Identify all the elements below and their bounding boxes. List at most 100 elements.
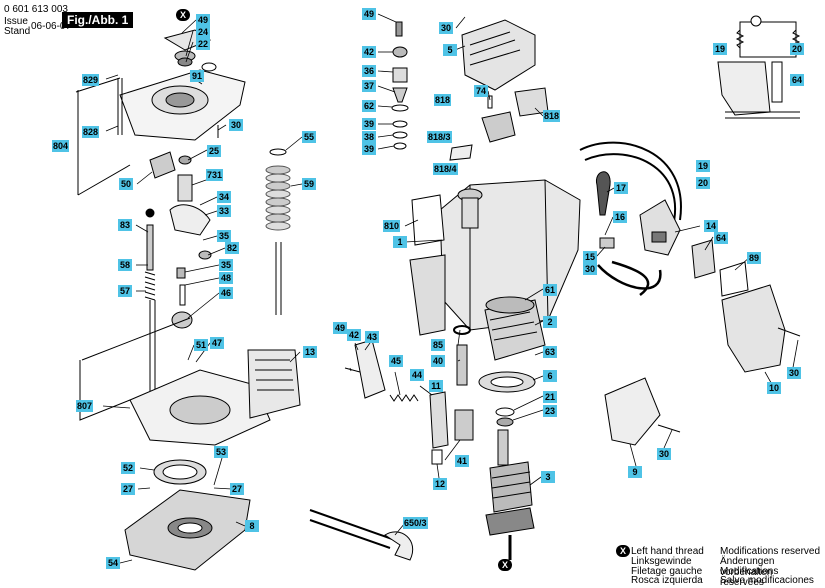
callout-818-3: 818/3	[427, 131, 452, 143]
callout-83: 83	[118, 219, 132, 231]
modifications-de: Änderungen vorbehalten	[720, 556, 775, 578]
callout-44: 44	[410, 369, 424, 381]
callout-74: 74	[474, 85, 488, 97]
callout-818: 818	[434, 94, 452, 106]
callout-45: 45	[389, 355, 403, 367]
callout-2: 2	[543, 316, 557, 328]
callout-63: 63	[543, 346, 557, 358]
modifications-en: Modifications reserved	[720, 546, 821, 557]
callout-42-side: 42	[347, 329, 361, 341]
callout-59: 59	[302, 178, 316, 190]
callout-34: 34	[217, 191, 231, 203]
callout-818-right: 818	[543, 110, 561, 122]
callout-13: 13	[303, 346, 317, 358]
callout-61: 61	[543, 284, 557, 296]
callout-1: 1	[393, 236, 407, 248]
callout-62: 62	[362, 100, 376, 112]
callout-15: 15	[583, 251, 597, 263]
callout-64-schematic: 64	[790, 74, 804, 86]
callout-33: 33	[217, 205, 231, 217]
callout-14: 14	[704, 220, 718, 232]
callout-16: 16	[613, 211, 627, 223]
callout-50: 50	[119, 178, 133, 190]
modifications-es: Salvo modificaciones	[720, 575, 814, 586]
callout-24: 24	[196, 26, 210, 38]
callout-64: 64	[714, 232, 728, 244]
callout-48: 48	[219, 272, 233, 284]
callout-57: 57	[118, 285, 132, 297]
callout-807: 807	[76, 400, 94, 412]
callout-47: 47	[210, 337, 224, 349]
callout-39: 39	[362, 118, 376, 130]
callout-35: 35	[217, 230, 231, 242]
callout-37: 37	[362, 80, 376, 92]
callout-8: 8	[245, 520, 259, 532]
callout-42: 42	[362, 46, 376, 58]
callout-731: 731	[206, 169, 224, 181]
stand-label: Stand	[4, 26, 31, 37]
callout-52: 52	[121, 462, 135, 474]
callout-30-cap: 30	[439, 22, 453, 34]
callout-3: 3	[541, 471, 555, 483]
callout-5: 5	[443, 44, 457, 56]
callout-23: 23	[543, 405, 557, 417]
callout-17: 17	[614, 182, 628, 194]
callout-41: 41	[455, 455, 469, 467]
callout-20-schematic: 20	[790, 43, 804, 55]
callout-27-right: 27	[230, 483, 244, 495]
callout-49-side: 49	[333, 322, 347, 334]
callout-39-lower: 39	[362, 143, 376, 155]
callout-43: 43	[365, 331, 379, 343]
left-hand-thread-es: Rosca izquierda	[631, 575, 703, 586]
callout-12: 12	[433, 478, 447, 490]
callout-91: 91	[190, 70, 204, 82]
callout-x-top: X	[176, 9, 190, 21]
callout-6: 6	[543, 370, 557, 382]
callout-x-bottom: X	[498, 559, 512, 571]
callout-20: 20	[696, 177, 710, 189]
callout-46: 46	[219, 287, 233, 299]
callout-55: 55	[302, 131, 316, 143]
callout-89: 89	[747, 252, 761, 264]
callout-829: 829	[82, 74, 100, 86]
callout-19: 19	[696, 160, 710, 172]
callout-804: 804	[52, 140, 70, 152]
callout-810: 810	[383, 220, 401, 232]
callout-85: 85	[431, 339, 445, 351]
callout-650-3: 650/3	[403, 517, 428, 529]
callout-53: 53	[214, 446, 228, 458]
callout-21: 21	[543, 391, 557, 403]
callout-35-lower: 35	[219, 259, 233, 271]
left-hand-thread-en: Left hand thread	[631, 546, 704, 557]
callout-82: 82	[225, 242, 239, 254]
callout-11: 11	[429, 380, 443, 392]
callout-19-schematic: 19	[713, 43, 727, 55]
callout-x-legend: X	[616, 545, 630, 557]
callout-40: 40	[431, 355, 445, 367]
callout-27: 27	[121, 483, 135, 495]
callout-22: 22	[196, 38, 210, 50]
callout-54: 54	[106, 557, 120, 569]
callout-30-lower: 30	[657, 448, 671, 460]
callout-36: 36	[362, 65, 376, 77]
callout-30-handle: 30	[787, 367, 801, 379]
callout-25: 25	[207, 145, 221, 157]
callout-58: 58	[118, 259, 132, 271]
callout-30-switch: 30	[583, 263, 597, 275]
callout-30: 30	[229, 119, 243, 131]
left-hand-thread-fr: Filetage gauche	[631, 566, 703, 577]
callout-51: 51	[194, 339, 208, 351]
part-number: 0 601 613 003	[4, 4, 68, 15]
callout-818-4: 818/4	[433, 163, 458, 175]
callout-49: 49	[196, 14, 210, 26]
callout-828: 828	[82, 126, 100, 138]
issue-date: 06-06-07	[31, 21, 72, 32]
callout-49-motor: 49	[362, 8, 376, 20]
figure-label: Fig./Abb. 1	[62, 12, 134, 28]
callout-38: 38	[362, 131, 376, 143]
callout-10: 10	[767, 382, 781, 394]
issue-label: Issue	[4, 16, 28, 27]
left-hand-thread-de: Linksgewinde	[631, 556, 692, 567]
